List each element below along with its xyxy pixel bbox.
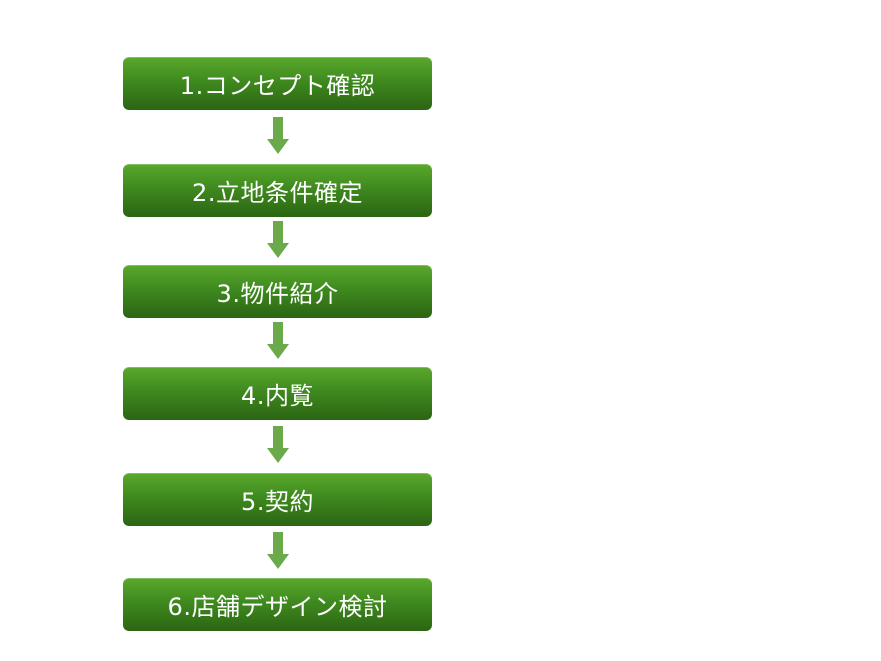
step-3-property-introduction: 3.物件紹介 (123, 265, 432, 318)
step-1-concept-check: 1.コンセプト確認 (123, 57, 432, 110)
down-arrow-icon (267, 532, 289, 569)
step-label: 6.店舗デザイン検討 (167, 593, 388, 621)
step-label: 2.立地条件確定 (192, 179, 363, 207)
step-6-store-design: 6.店舗デザイン検討 (123, 578, 432, 631)
step-label: 4.内覧 (241, 382, 314, 410)
step-label: 5.契約 (241, 488, 314, 516)
step-5-contract: 5.契約 (123, 473, 432, 526)
down-arrow-icon (267, 221, 289, 258)
step-4-viewing: 4.内覧 (123, 367, 432, 420)
down-arrow-icon (267, 117, 289, 154)
process-flow: 1.コンセプト確認 2.立地条件確定 3.物件紹介 4.内覧 5.契約 6.店舗… (123, 0, 432, 661)
step-label: 3.物件紹介 (216, 280, 339, 308)
down-arrow-icon (267, 426, 289, 463)
step-2-location-conditions: 2.立地条件確定 (123, 164, 432, 217)
step-label: 1.コンセプト確認 (179, 72, 376, 100)
down-arrow-icon (267, 322, 289, 359)
